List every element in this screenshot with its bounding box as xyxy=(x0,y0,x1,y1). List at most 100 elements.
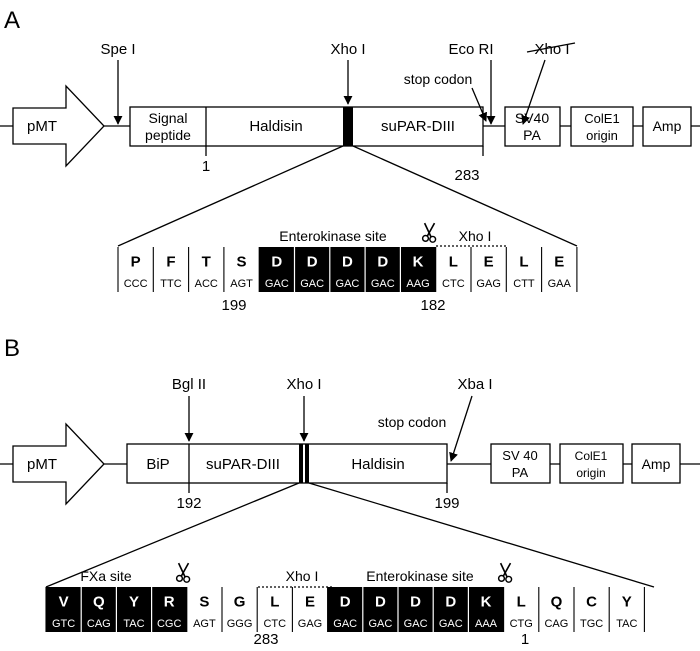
panel-b-sv40-box xyxy=(490,443,551,484)
panel-b-amino-acid-16: Y xyxy=(622,594,632,611)
panel-a-nucleotide-11: CTT xyxy=(513,278,535,290)
panel-b-amp-label: Amp xyxy=(642,456,671,472)
panel-b-codon-bg-3 xyxy=(151,587,187,632)
panel-b-codon-6: L CTC xyxy=(263,594,286,631)
panel-a-pmt-promoter xyxy=(12,84,105,168)
panel-a-amino-acid-1: F xyxy=(166,254,175,271)
panel-b-codon-bg-9 xyxy=(362,587,398,632)
panel-b-amino-acid-2: Y xyxy=(129,594,139,611)
panel-b-nucleotide-1: CAG xyxy=(87,618,111,630)
panel-b-nucleotide-16: TAC xyxy=(616,618,637,630)
panel-a-amino-acid-3: S xyxy=(237,254,247,271)
panel-a-zoom-line-right xyxy=(352,145,578,247)
panel-a-codon-11: L CTT xyxy=(513,254,535,291)
panel-b-amino-acid-1: Q xyxy=(93,594,105,611)
panel-b-pos-192-label: 192 xyxy=(176,495,201,512)
panel-a-amino-acid-8: K xyxy=(413,254,424,271)
panel-b-xho-site-label: Xho I xyxy=(286,376,321,393)
panel-a-nucleotide-0: CCC xyxy=(124,278,148,290)
panel-a-amino-acid-5: D xyxy=(307,254,318,271)
panel-a-pmt-label: pMT xyxy=(27,118,57,135)
panel-b-nucleotide-5: GGG xyxy=(227,618,253,630)
panel-b-cole1-label-1: ColE1 xyxy=(575,449,608,463)
panel-b-xba-site-label: Xba I xyxy=(457,376,492,393)
panel-b-amino-acid-9: D xyxy=(375,594,386,611)
panel-b-xba-arrow xyxy=(449,395,473,462)
panel-b-pmt-label: pMT xyxy=(27,456,57,473)
panel-b-linker-block-2 xyxy=(305,444,309,483)
panel-a-amino-acid-11: L xyxy=(519,254,528,271)
panel-a-codon-bg-4 xyxy=(259,247,295,292)
panel-b-codon-bg-2 xyxy=(116,587,152,632)
panel-b-amino-acid-6: L xyxy=(270,594,279,611)
panel-a-cole1-label-1: ColE1 xyxy=(584,111,619,126)
panel-a-xho-strike xyxy=(526,42,576,53)
panel-a-nucleotide-9: CTC xyxy=(442,278,465,290)
panel-b-stop-codon-label: stop codon xyxy=(378,414,447,430)
panel-b-codon-4: S AGT xyxy=(193,594,216,631)
panel-b-fxa-scissors-icon xyxy=(175,562,191,584)
panel-b-pos-1-label: 1 xyxy=(521,631,529,648)
panel-b-nucleotide-10: GAC xyxy=(404,618,428,630)
panel-b-nucleotide-3: CGC xyxy=(157,618,182,630)
panel-b-amino-acid-12: K xyxy=(481,594,492,611)
panel-a-pos-283-label: 283 xyxy=(454,167,479,184)
panel-a-amino-acid-10: E xyxy=(484,254,494,271)
panel-a-codon-bg-6 xyxy=(329,247,366,292)
panel-a-scissors-icon xyxy=(421,222,437,244)
panel-a-spe-site-label: Spe I xyxy=(100,41,135,58)
panel-b-fxa-label: FXa site xyxy=(80,568,132,584)
panel-b-cole1-box xyxy=(559,443,624,484)
panel-b-codon-bg-1 xyxy=(81,587,117,632)
panel-b-codon-1: Q CAG xyxy=(81,587,117,632)
panel-a-amino-acid-12: E xyxy=(554,254,564,271)
panel-b-supar-label: suPAR-DIII xyxy=(206,456,280,473)
panel-b-ek-scissors-icon xyxy=(497,562,513,584)
panel-a-amino-acid-9: L xyxy=(449,254,458,271)
panel-b-nucleotide-4: AGT xyxy=(193,618,216,630)
panel-a-nucleotide-1: TTC xyxy=(160,278,181,290)
panel-b-zoom-line-left xyxy=(45,482,300,588)
panel-b-pos-199-label: 199 xyxy=(434,495,459,512)
panel-b-codon-row: VGTCQCAGYTACRCGCSAGTGGGGLCTCEGAGDGACDGAC… xyxy=(45,587,645,632)
panel-a-nucleotide-7: GAC xyxy=(371,278,395,290)
panel-a-codon-bg-8 xyxy=(400,247,436,292)
panel-b-nucleotide-7: GAG xyxy=(298,618,322,630)
panel-a-enterokinase-label: Enterokinase site xyxy=(279,228,387,244)
panel-b-amino-acid-5: G xyxy=(234,594,246,611)
panel-b-amino-acid-4: S xyxy=(199,594,209,611)
panel-a: A pMT Signal peptide Haldisin suPAR-DIII… xyxy=(0,7,700,314)
panel-a-nucleotide-6: GAC xyxy=(336,278,360,290)
panel-a-codon-9: L CTC xyxy=(442,254,465,291)
panel-a-codon-row: PCCCFTTCTACCSAGTDGACDGACDGACDGACKAAGLCTC… xyxy=(117,247,578,292)
panel-b-nucleotide-13: CTG xyxy=(510,618,533,630)
panel-a-nucleotide-10: GAG xyxy=(476,278,500,290)
panel-b-amino-acid-15: C xyxy=(586,594,597,611)
panel-b-nucleotide-6: CTC xyxy=(263,618,286,630)
panel-b-sv40-label-1: SV 40 xyxy=(502,448,537,463)
panel-b-amp-box xyxy=(631,443,681,484)
panel-a-xho-struck-arrow xyxy=(521,59,546,125)
panel-a-cole1-box xyxy=(570,106,634,147)
panel-a-amino-acid-6: D xyxy=(342,254,353,271)
panel-b: B pMT BiP suPAR-DIII Haldisin SV 40 PA C… xyxy=(0,335,700,648)
panel-a-codon-1: F TTC xyxy=(160,254,181,291)
panel-b-amino-acid-7: E xyxy=(305,594,315,611)
panel-a-signal-label-1: Signal xyxy=(149,110,188,126)
panel-b-codon-bg-0 xyxy=(46,587,82,632)
panel-a-linker-block xyxy=(343,107,353,146)
panel-b-nucleotide-9: GAC xyxy=(368,618,392,630)
panel-b-codon-16: Y TAC xyxy=(616,594,637,631)
panel-b-codon-7: E GAG xyxy=(298,594,322,631)
panel-a-zoom-xho-label: Xho I xyxy=(459,228,492,244)
